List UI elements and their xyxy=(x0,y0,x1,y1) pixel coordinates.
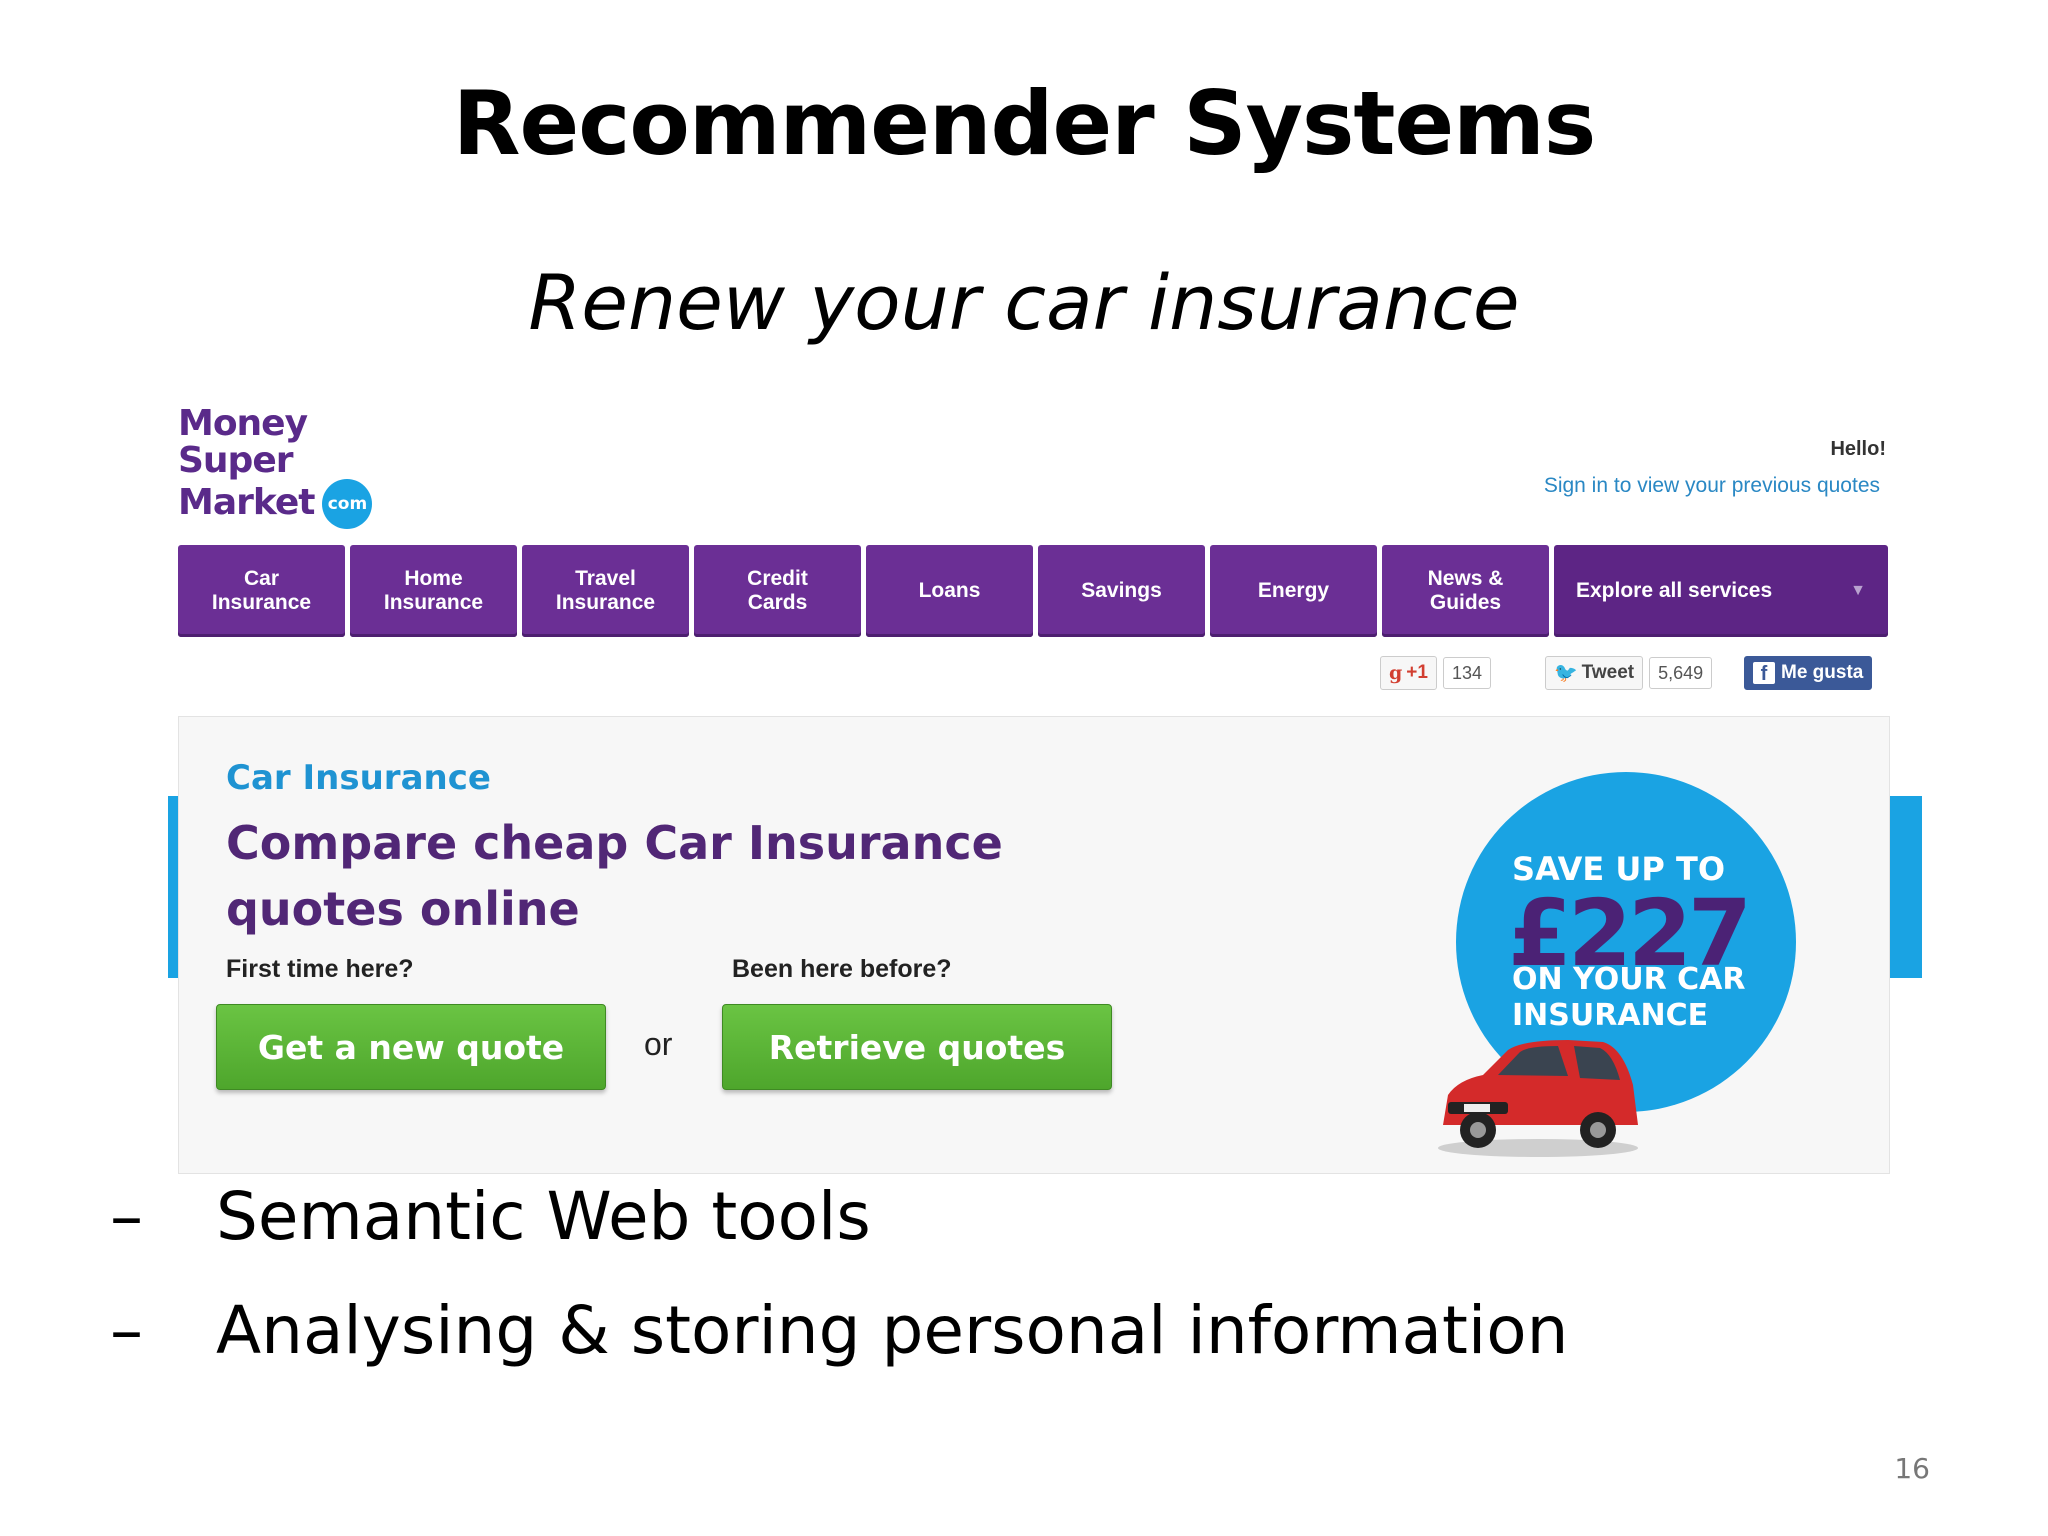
nav-explore-all-services[interactable]: Explore all services ▼ xyxy=(1554,545,1888,637)
gplus-count: 134 xyxy=(1442,657,1492,689)
page-number: 16 xyxy=(1894,1452,1930,1485)
gplus-widget: g+1 134 xyxy=(1380,656,1492,690)
slide-title: Recommender Systems xyxy=(452,72,1596,175)
promo-line-2-3: ON YOUR CAR INSURANCE xyxy=(1512,962,1745,1034)
signin-link[interactable]: Sign in to view your previous quotes xyxy=(1543,474,1880,497)
nav-label: Guides xyxy=(1429,591,1502,614)
hero-accent-left xyxy=(168,796,180,978)
hero-headline: Compare cheap Car Insurance quotes onlin… xyxy=(226,810,1086,942)
nav-label: Insurance xyxy=(211,591,312,614)
retrieve-quotes-button[interactable]: Retrieve quotes xyxy=(722,1004,1112,1090)
tweet-count: 5,649 xyxy=(1649,657,1713,689)
facebook-icon: f xyxy=(1753,662,1775,685)
or-text: or xyxy=(644,1026,673,1062)
bullet-dash: – xyxy=(110,1178,143,1255)
headline-line-2: quotes online xyxy=(226,882,580,936)
bullet-item: – Analysing & storing personal informati… xyxy=(110,1292,1568,1369)
red-car-icon xyxy=(1438,1040,1638,1157)
headline-line-1: Compare cheap Car Insurance xyxy=(226,816,1003,870)
bullet-dash: – xyxy=(110,1292,143,1369)
nav-label: Insurance xyxy=(555,591,656,614)
logo-line-3: Market xyxy=(178,482,315,523)
nav-label: Insurance xyxy=(383,591,484,614)
facebook-like-label: Me gusta xyxy=(1781,662,1864,683)
nav-loans[interactable]: Loans xyxy=(866,545,1033,637)
gplus-icon: g xyxy=(1389,662,1403,684)
explore-label: Explore all services xyxy=(1576,579,1773,602)
tweet-widget: 🐦Tweet 5,649 xyxy=(1545,656,1713,690)
nav-label: Car xyxy=(243,567,280,590)
nav-label: News & xyxy=(1427,567,1504,590)
promo-line-3: INSURANCE xyxy=(1512,998,1709,1033)
nav-label: Travel xyxy=(575,567,636,590)
gplus-label: +1 xyxy=(1406,662,1428,683)
hero-accent-right xyxy=(1888,796,1922,978)
tweet-button[interactable]: 🐦Tweet xyxy=(1545,656,1644,690)
nav-savings[interactable]: Savings xyxy=(1038,545,1205,637)
slide-subtitle: Renew your car insurance xyxy=(528,258,1520,347)
promo-line-2: ON YOUR CAR xyxy=(1512,962,1746,997)
first-time-label: First time here? xyxy=(226,955,414,983)
nav-label: Credit xyxy=(747,567,808,590)
tweet-label: Tweet xyxy=(1581,662,1635,683)
gplus-button[interactable]: g+1 xyxy=(1380,656,1437,690)
logo-line-2: Super xyxy=(178,440,294,481)
bullet-item: – Semantic Web tools xyxy=(110,1178,871,1255)
get-new-quote-button[interactable]: Get a new quote xyxy=(216,1004,606,1090)
bullet-text: Analysing & storing personal information xyxy=(216,1292,1569,1369)
facebook-widget: f Me gusta xyxy=(1744,656,1873,690)
nav-news-guides[interactable]: News &Guides xyxy=(1382,545,1549,637)
nav-label: Loans xyxy=(918,579,981,602)
facebook-like-button[interactable]: f Me gusta xyxy=(1744,656,1873,690)
twitter-bird-icon: 🐦 xyxy=(1554,663,1578,684)
section-label: Car Insurance xyxy=(226,758,491,798)
chevron-down-icon: ▼ xyxy=(1850,582,1866,599)
bullet-text: Semantic Web tools xyxy=(216,1178,871,1255)
nav-label: Energy xyxy=(1257,579,1330,602)
nav-label: Home xyxy=(404,567,463,590)
nav-label: Savings xyxy=(1081,579,1162,602)
greeting-text: Hello! xyxy=(1830,438,1886,460)
logo-line-1: Money xyxy=(178,403,308,444)
promo-amount: £227 xyxy=(1508,880,1752,987)
been-before-label: Been here before? xyxy=(732,955,952,983)
logo-com-badge: com xyxy=(322,479,373,529)
nav-label: Cards xyxy=(747,591,808,614)
nav-energy[interactable]: Energy xyxy=(1210,545,1377,637)
promo-line-1: SAVE UP TO xyxy=(1512,850,1726,888)
